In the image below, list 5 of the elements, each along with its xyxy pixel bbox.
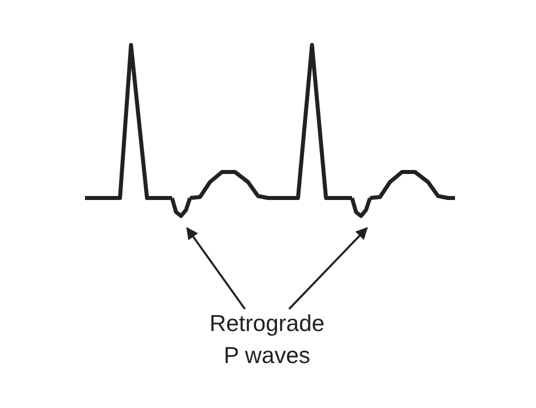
arrow: [186, 227, 246, 310]
p-wave-dip: [170, 197, 192, 218]
wave-label: Retrograde P waves: [208, 309, 326, 370]
p-wave-dip: [350, 197, 372, 218]
arrow: [288, 227, 368, 310]
